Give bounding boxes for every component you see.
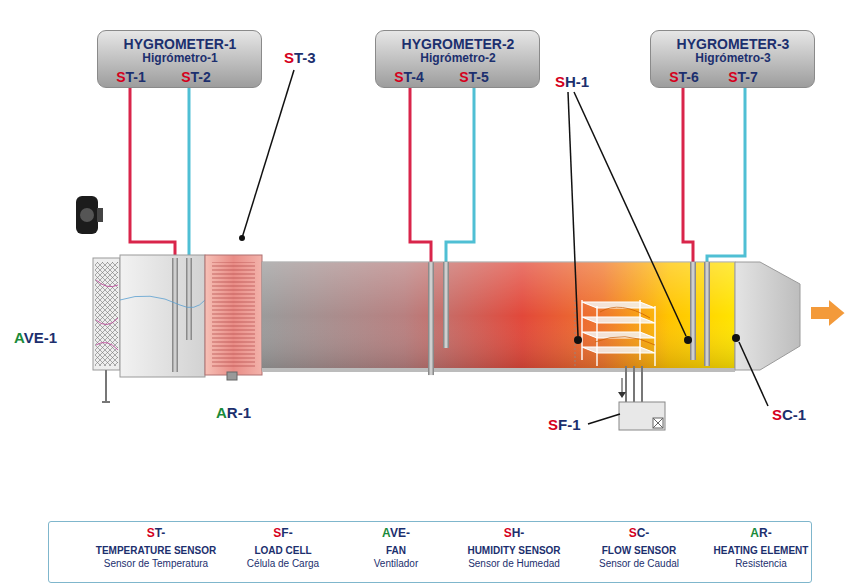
instrument-title: Higrómetro-3 — [695, 52, 770, 66]
legend-code: SH- — [504, 527, 525, 541]
legend-box: ST- TEMPERATURE SENSORSensor de Temperatu… — [48, 521, 813, 583]
callout-label: AR-1 — [214, 405, 253, 422]
legend-description: FAN — [386, 545, 406, 557]
instrument-title: Higrómetro-2 — [420, 52, 495, 66]
legend-description: Sensor de Temperatura — [104, 558, 208, 570]
legend-description: HEATING ELEMENT — [714, 545, 809, 557]
legend-description: Ventilador — [374, 558, 418, 570]
legend-description: Célula de Carga — [247, 558, 319, 570]
legend-description: HUMIDITY SENSOR — [467, 545, 560, 557]
callout-label: SC-1 — [770, 407, 808, 424]
legend-description: Resistencia — [735, 558, 787, 570]
legend-code: SF- — [273, 527, 292, 541]
instrument-title: HYGROMETER-1 — [124, 36, 237, 52]
instrument-title: Higrómetro-1 — [142, 52, 217, 66]
callout-label: AVE-1 — [12, 330, 59, 347]
instrument-title: HYGROMETER-3 — [677, 36, 790, 52]
callout-label: ST-3 — [282, 50, 318, 67]
callout-label: SF-1 — [546, 417, 583, 434]
legend-description: FLOW SENSOR — [602, 545, 676, 557]
sensor-tag: ST-1 — [116, 69, 146, 85]
legend-code: AVE- — [382, 527, 410, 541]
legend-description: Sensor de Humedad — [468, 558, 560, 570]
hygrometer-box: HYGROMETER-2Higrómetro-2ST-4 ST-5 — [375, 30, 540, 88]
callout-label: SH-1 — [553, 74, 591, 91]
legend-code: ST- — [147, 527, 166, 541]
sensor-tag: ST-6 — [669, 69, 699, 85]
hygrometer-box: HYGROMETER-3Higrómetro-3ST-6 ST-7 — [650, 30, 815, 88]
sensor-tag: ST-4 — [394, 69, 424, 85]
legend-description: TEMPERATURE SENSOR — [96, 545, 216, 557]
sensor-tag: ST-2 — [181, 69, 211, 85]
hygrometer-box: HYGROMETER-1Higrómetro-1ST-1 ST-2 — [97, 30, 262, 88]
sensor-tag: ST-5 — [459, 69, 489, 85]
legend-code: SC- — [629, 527, 650, 541]
instrument-title: HYGROMETER-2 — [402, 36, 515, 52]
legend-code: AR- — [750, 527, 771, 541]
legend-description: Sensor de Caudal — [599, 558, 679, 570]
sensor-tag: ST-7 — [728, 69, 758, 85]
legend-description: LOAD CELL — [254, 545, 311, 557]
